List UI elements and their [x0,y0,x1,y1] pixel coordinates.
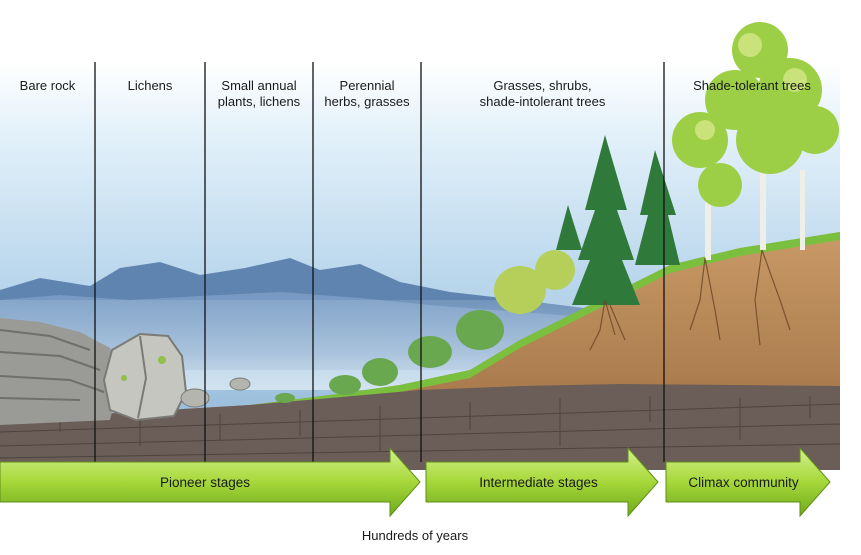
rock-strata [0,329,105,401]
conifer-trees [556,135,680,305]
stage-label-lichens: Lichens [127,78,173,93]
climax-arrow [665,446,831,518]
roots [589,249,791,351]
intermediate-stages-label: Intermediate stages [479,475,598,490]
intermediate-arrow [425,446,659,518]
stage-label-bare-rock: Bare rock [19,78,76,93]
bedrock-strata [0,396,841,459]
bedrock [0,384,840,470]
stage-label-small-annual: Small annual plants, lichens [217,78,301,109]
pioneer-arrow [0,446,421,518]
stage-label-shade-tolerant: Shade-tolerant trees [693,78,811,93]
time-axis-label: Hundreds of years [361,528,469,543]
climax-community-label: Climax community [688,475,799,490]
pioneer-stages-label: Pioneer stages [159,475,251,490]
shrubs [494,250,575,314]
lichen-patch [158,356,166,364]
stage-dividers [94,62,665,462]
stage-label-perennial: Perennial herbs, grasses [324,78,410,109]
small-stone [229,377,251,391]
lichen-patch [121,375,127,381]
deciduous-trees [672,22,839,260]
boulder-crack [137,335,148,419]
stage-label-grasses-shrubs: Grasses, shrubs, shade-intolerant trees [479,78,606,109]
grass-tufts [275,310,504,403]
small-stone [180,388,210,408]
